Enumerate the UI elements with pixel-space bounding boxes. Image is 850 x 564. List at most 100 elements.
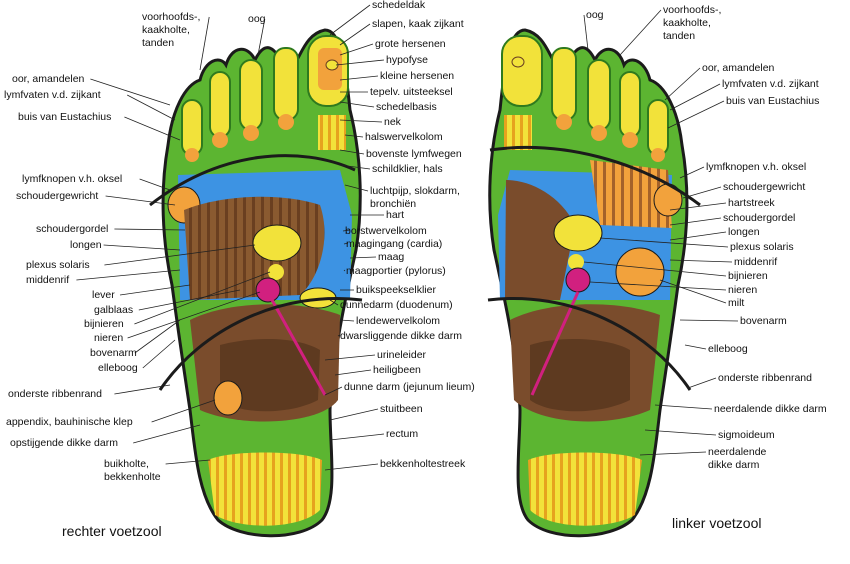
leader-plexus-r [104,244,256,266]
leader-longen-r [103,244,181,251]
label-bekkenholtestreek: bekkenholtestreek [380,458,466,470]
label-nieren-l: nieren [728,284,757,296]
leader-maag [349,256,377,259]
right-appendix [213,380,243,416]
label-nieren-r: nieren [94,332,123,344]
leader-ribbenrand-l [687,377,717,389]
right-heel-pelvis [208,452,322,526]
leader-luchtpijp [344,184,369,192]
label-dwarsliggende: dwarsliggende dikke darm [340,330,462,342]
label-bovenste-lymf: bovenste lymfwegen [366,148,462,160]
label-oog-r: oog [248,13,266,25]
label-schoudergewricht-l: schoudergewricht [723,181,805,193]
right-toe-2 [273,47,299,121]
leader-neerdalende2 [639,451,707,456]
label-oor-r: oor, amandelen [12,73,85,85]
label-bovenarm-l: bovenarm [740,315,787,327]
leader-halswervelkolom [344,134,364,138]
label-dunne-darm: dunne darm (jejunum lieum) [344,381,475,393]
right-toe-3 [239,59,263,131]
leader-bovenarm-l [679,319,739,322]
leader-hypofyse [335,59,385,66]
leader-plexus-l [599,237,729,248]
leader-oksel-r [139,178,171,191]
label-rectum: rectum [386,428,418,440]
leader-middenrif-r [76,269,181,281]
label-voorhoofdsholte-r: voorhoofds-,kaakholte,tanden [142,11,200,49]
label-hart-c: hart [386,209,404,221]
right-toe-5 [181,99,203,156]
label-urineleider: urineleider [377,349,427,361]
leader-schedelbasis [339,101,375,108]
leader-maagportier [343,269,346,272]
leader-lever [119,284,191,296]
leader-voorhoofdsholte-r [199,16,210,71]
leader-lendewervelkolom [339,319,355,322]
label-dunnedarm: dunnedarm (duodenum) [340,299,453,311]
label-plexus-r: plexus solaris [26,259,90,271]
label-schoudergewricht-r: schoudergewricht [16,190,98,202]
leader-nieren-r [127,291,261,339]
label-borstwervelkolom: borstwervelkolom [345,225,427,237]
label-middenrif-r: middenrif [26,274,69,286]
leader-milt [659,279,727,304]
label-elleboog-l: elleboog [708,343,748,355]
leader-dwarsliggende [337,334,341,337]
label-lymf-zij-r: lymfvaten v.d. zijkant [4,89,101,101]
leader-schoudergordel-r [114,228,186,231]
leader-voorhoofdsholte-l [619,9,662,56]
leader-rectum [329,433,385,441]
leader-schoudergewricht-r [105,195,176,206]
left-toe-3 [587,59,611,131]
label-oksel-l: lymfknopen v.h. oksel [706,161,806,173]
label-longen-r: longen [70,239,102,251]
label-ribbenrand-r: onderste ribbenrand [8,388,102,400]
label-halswervelkolom: halswervelkolom [365,131,443,143]
right-ureter [270,299,327,396]
left-adrenal [568,254,584,270]
leader-heiligbeen [334,369,372,376]
leader-oog-r [257,18,266,56]
label-lendewervelkolom: lendewervelkolom [356,315,440,327]
left-toe-4-base [622,132,638,148]
right-neck-zone [318,115,346,150]
right-adrenal [268,264,284,280]
label-opstijgende: opstijgende dikke darm [10,437,118,449]
right-toe-4-base [212,132,228,148]
leader-schoudergordel-l [669,217,722,226]
label-heiligbeen: heiligbeen [373,364,421,376]
left-hypofyse [511,56,525,68]
label-eust-l: buis van Eustachius [726,95,819,107]
right-toe-2-base [278,114,294,130]
leader-maagingang [343,242,349,245]
leader-nek [339,119,383,123]
leader-lymf-zij-l [669,83,721,111]
label-elleboog-r: elleboog [98,362,138,374]
label-kleine-hersenen: kleine hersenen [380,70,454,82]
left-toe-5 [647,99,669,156]
leader-oor-r [90,78,171,106]
leader-bekkenholtestreek [324,463,379,471]
leader-bijnieren-l [583,261,727,277]
leader-schildklier [339,164,371,170]
caption-left-foot: linker voetzool [672,515,762,531]
label-tepelv: tepelv. uitsteeksel [370,86,453,98]
left-toe-3-base [591,125,607,141]
leader-oor-l [664,67,701,101]
label-ribbenrand-l: onderste ribbenrand [718,372,812,384]
label-bijnieren-r: bijnieren [84,318,124,330]
right-toe-4 [209,71,231,138]
leader-buikholte [165,459,211,465]
label-schoudergordel-r: schoudergordel [36,223,108,235]
caption-right-foot: rechter voetzool [62,523,162,539]
right-toe-3-base [243,125,259,141]
label-eust-r: buis van Eustachius [18,111,111,123]
right-kidney [255,277,281,303]
label-sigmoideum: sigmoideum [718,429,775,441]
right-solar-plexus [252,224,302,262]
left-stomach [505,180,575,300]
leader-dunnedarm [329,299,339,306]
label-grote-hersenen: grote hersenen [375,38,446,50]
right-rib-line [158,297,363,391]
label-hypofyse: hypofyse [386,54,428,66]
